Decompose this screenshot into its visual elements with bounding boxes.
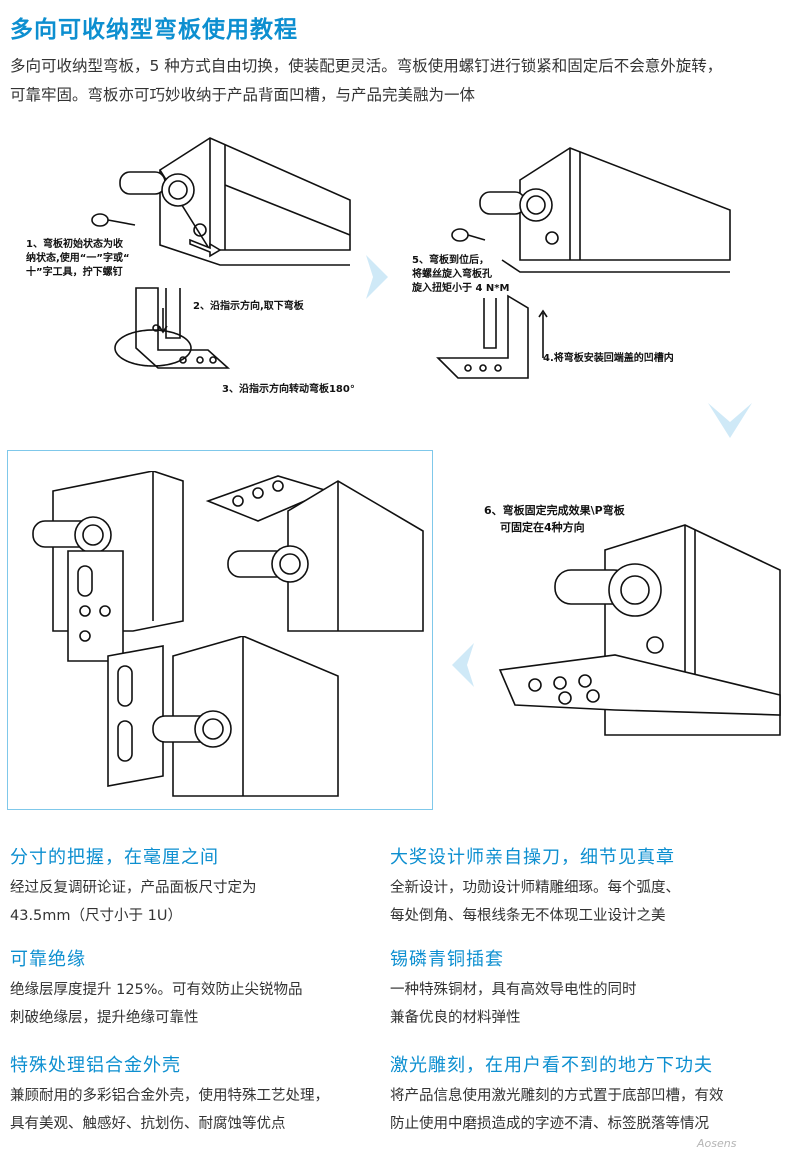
- step6-label: 6、弯板固定完成效果\P弯板可固定在4种方向: [484, 504, 625, 534]
- step4-label: 4.将弯板安装回端盖的凹槽内: [543, 353, 674, 364]
- illustration-step4: [436, 294, 548, 379]
- illustration-step6: [498, 524, 781, 736]
- feature-5-text: 兼顾耐用的多彩铝合金外壳，使用特殊工艺处理，具有美观、触感好、抗划伤、耐腐蚀等优…: [10, 1088, 329, 1132]
- feature-5-title: 特殊处理铝合金外壳: [10, 1055, 181, 1076]
- intro-line-2: 可靠牢固。弯板亦可巧妙收纳于产品背面凹槽，与产品完美融为一体: [10, 86, 476, 104]
- feature-1-title: 分寸的把握，在毫厘之间: [10, 847, 219, 868]
- feature-3-title: 可靠绝缘: [10, 949, 86, 970]
- watermark-logo: Aosens: [697, 1137, 737, 1150]
- feature-6-text: 将产品信息使用激光雕刻的方式置于底部凹槽，有效防止使用中磨损造成的字迹不清、标签…: [390, 1088, 724, 1132]
- step3-label: 3、沿指示方向转动弯板180°: [222, 384, 355, 395]
- illustration-variant-b: [205, 475, 424, 632]
- chevron-down-icon: [708, 403, 752, 438]
- feature-3-text: 绝缘层厚度提升 125%。可有效防止尖锐物品刺破绝缘层，提升绝缘可靠性: [10, 982, 303, 1026]
- illustration-step5: [451, 147, 731, 273]
- step2-label: 2、沿指示方向,取下弯板: [193, 301, 304, 312]
- variants-frame: [7, 450, 433, 810]
- feature-2-title: 大奖设计师亲自操刀，细节见真章: [390, 847, 675, 868]
- intro-line-1: 多向可收纳型弯板，5 种方式自由切换，使装配更灵活。弯板使用螺钉进行锁紧和固定后…: [10, 57, 723, 75]
- illustration-variant-c: [107, 636, 339, 797]
- illustration-variant-a: [32, 471, 184, 662]
- intro-text: 多向可收纳型弯板，5 种方式自由切换，使装配更灵活。弯板使用螺钉进行锁紧和固定后…: [10, 52, 785, 110]
- feature-6-title: 激光雕刻，在用户看不到的地方下功夫: [390, 1055, 713, 1076]
- feature-4-text: 一种特殊铜材，具有高效导电性的同时兼备优良的材料弹性: [390, 982, 637, 1026]
- chevron-left-icon: [452, 643, 474, 687]
- chevron-right-icon: [366, 255, 388, 299]
- feature-4-title: 锡磷青铜插套: [390, 949, 504, 970]
- illustration-step2: [114, 287, 231, 369]
- illustration-step1: [91, 137, 351, 266]
- page-title: 多向可收纳型弯板使用教程: [10, 17, 298, 43]
- step1-label: 1、弯板初始状态为收纳状态,使用“一”字或“十”字工具，拧下螺钉: [26, 239, 130, 278]
- feature-2-text: 全新设计，功勋设计师精雕细琢。每个弧度、每处倒角、每根线条无不体现工业设计之美: [390, 880, 680, 924]
- step5-label: 5、弯板到位后，将螺丝旋入弯板孔旋入扭矩小于 4 N*M: [412, 255, 510, 294]
